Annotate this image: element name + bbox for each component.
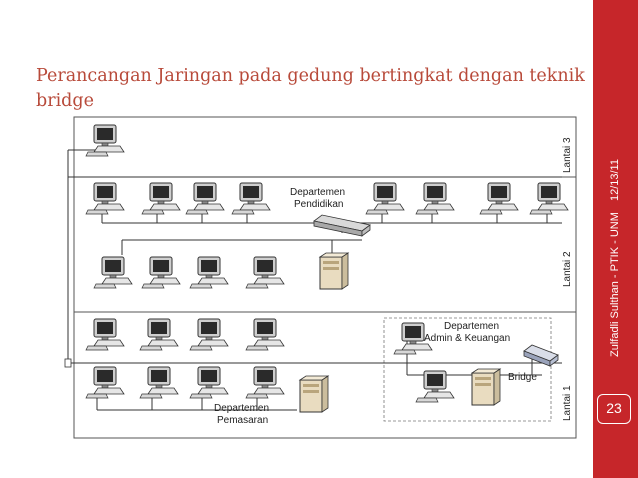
computer-icon xyxy=(189,318,229,351)
computer-icon xyxy=(189,366,229,399)
switch-icon xyxy=(313,214,371,237)
computer-icon xyxy=(231,182,271,215)
computer-icon xyxy=(245,366,285,399)
computer-icon xyxy=(85,366,125,399)
floor-1-label: Lantai 1 xyxy=(562,385,573,421)
computer-icon xyxy=(415,182,455,215)
computer-icon xyxy=(93,256,133,289)
server-icon xyxy=(471,368,501,406)
floor-3-label: Lantai 3 xyxy=(562,137,573,173)
computer-icon xyxy=(85,318,125,351)
computer-icon xyxy=(139,366,179,399)
computer-icon xyxy=(85,124,125,157)
computer-icon xyxy=(529,182,569,215)
dept-admin-line1: Departemen xyxy=(444,321,499,332)
computer-icon xyxy=(245,256,285,289)
computer-icon xyxy=(139,318,179,351)
server-icon xyxy=(319,252,349,290)
server-icon xyxy=(299,375,329,413)
dept-pendidikan-line2: Pendidikan xyxy=(294,199,343,210)
network-diagram: Lantai 3 Lantai 2 Lantai 1 xyxy=(64,116,577,439)
page-number: 23 xyxy=(597,394,631,424)
slide-date: 12/13/11 xyxy=(609,159,621,202)
dept-pemasaran-line2: Pemasaran xyxy=(217,415,268,426)
bridge-icon xyxy=(523,344,559,367)
computer-icon xyxy=(85,182,125,215)
dept-admin-line2: Admin & Keuangan xyxy=(424,333,510,344)
connector-icon xyxy=(64,358,72,368)
side-footer: Zulfadli Sulthan - PTIK - UNM 12/13/11 xyxy=(609,155,621,361)
bridge-label: Bridge xyxy=(508,372,537,383)
computer-icon xyxy=(415,370,455,403)
floor-1-frame xyxy=(73,311,577,439)
computer-icon xyxy=(245,318,285,351)
computer-icon xyxy=(365,182,405,215)
floor-3-frame xyxy=(73,116,577,178)
dept-pendidikan-line1: Departemen xyxy=(290,187,345,198)
floor-2-label: Lantai 2 xyxy=(562,251,573,287)
computer-icon xyxy=(141,182,181,215)
slide-title-line1: Perancangan Jaringan pada gedung berting… xyxy=(36,66,585,86)
dept-pemasaran-line1: Departemen xyxy=(214,403,269,414)
footer-author: Zulfadli Sulthan - PTIK - UNM xyxy=(609,212,621,357)
computer-icon xyxy=(189,256,229,289)
slide-title-line2: bridge xyxy=(36,91,94,111)
computer-icon xyxy=(141,256,181,289)
slide-title: Perancangan Jaringan pada gedung berting… xyxy=(36,64,596,114)
computer-icon xyxy=(185,182,225,215)
computer-icon xyxy=(479,182,519,215)
